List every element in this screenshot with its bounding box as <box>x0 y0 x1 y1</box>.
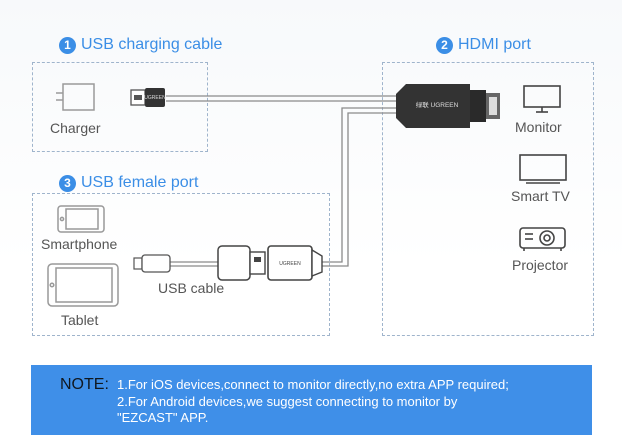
note-line-2: 2.For Android devices,we suggest connect… <box>117 394 458 409</box>
usb-female-text: UGREEN <box>279 261 301 267</box>
hdmi-title-text: HDMI port <box>458 36 531 53</box>
cable-wires <box>166 95 396 267</box>
usb-female-box <box>32 193 330 336</box>
charger-icon <box>56 83 95 111</box>
hdmi-connector-icon: 绿联 UGREEN <box>396 84 500 128</box>
hdmi-title: 2 HDMI port <box>436 36 531 54</box>
usb-plug-icon: UGREEN <box>130 88 166 107</box>
usb-female-title: 3 USB female port <box>59 174 198 192</box>
projector-icon <box>519 227 566 251</box>
usb-charging-box <box>32 62 208 152</box>
projector-label: Projector <box>512 257 569 273</box>
charger-label: Charger <box>50 120 101 136</box>
tablet-icon <box>47 263 119 307</box>
usb-charging-title-text: USB charging cable <box>81 36 223 53</box>
tablet-label: Tablet <box>61 312 99 328</box>
usb-female-title-text: USB female port <box>81 174 199 191</box>
usb-a-plug-icon <box>217 245 266 281</box>
hdmi-box <box>382 62 594 336</box>
usb-female-connector-icon: UGREEN <box>267 245 323 281</box>
smart-tv-icon <box>519 154 567 184</box>
monitor-label: Monitor <box>515 119 562 135</box>
step-3-badge: 3 <box>59 174 76 192</box>
monitor-icon <box>523 85 561 113</box>
step-1-badge: 1 <box>59 36 76 54</box>
step-2-badge: 2 <box>436 36 453 54</box>
micro-usb-plug-icon <box>133 254 171 273</box>
smartphone-label: Smartphone <box>41 236 118 252</box>
note-banner: NOTE: 1.For iOS devices,connect to monit… <box>31 365 592 435</box>
note-line-1: 1.For iOS devices,connect to monitor dir… <box>117 377 509 392</box>
note-line-3: "EZCAST" APP. <box>117 410 209 425</box>
usb-cable-label: USB cable <box>158 280 225 296</box>
smart-tv-label: Smart TV <box>511 188 570 204</box>
hdmi-connector-text: 绿联 UGREEN <box>416 100 459 109</box>
usb-plug-text: UGREEN <box>144 95 166 101</box>
note-heading: NOTE: <box>60 376 109 393</box>
usb-charging-title: 1 USB charging cable <box>59 36 222 54</box>
smartphone-icon <box>57 205 105 233</box>
